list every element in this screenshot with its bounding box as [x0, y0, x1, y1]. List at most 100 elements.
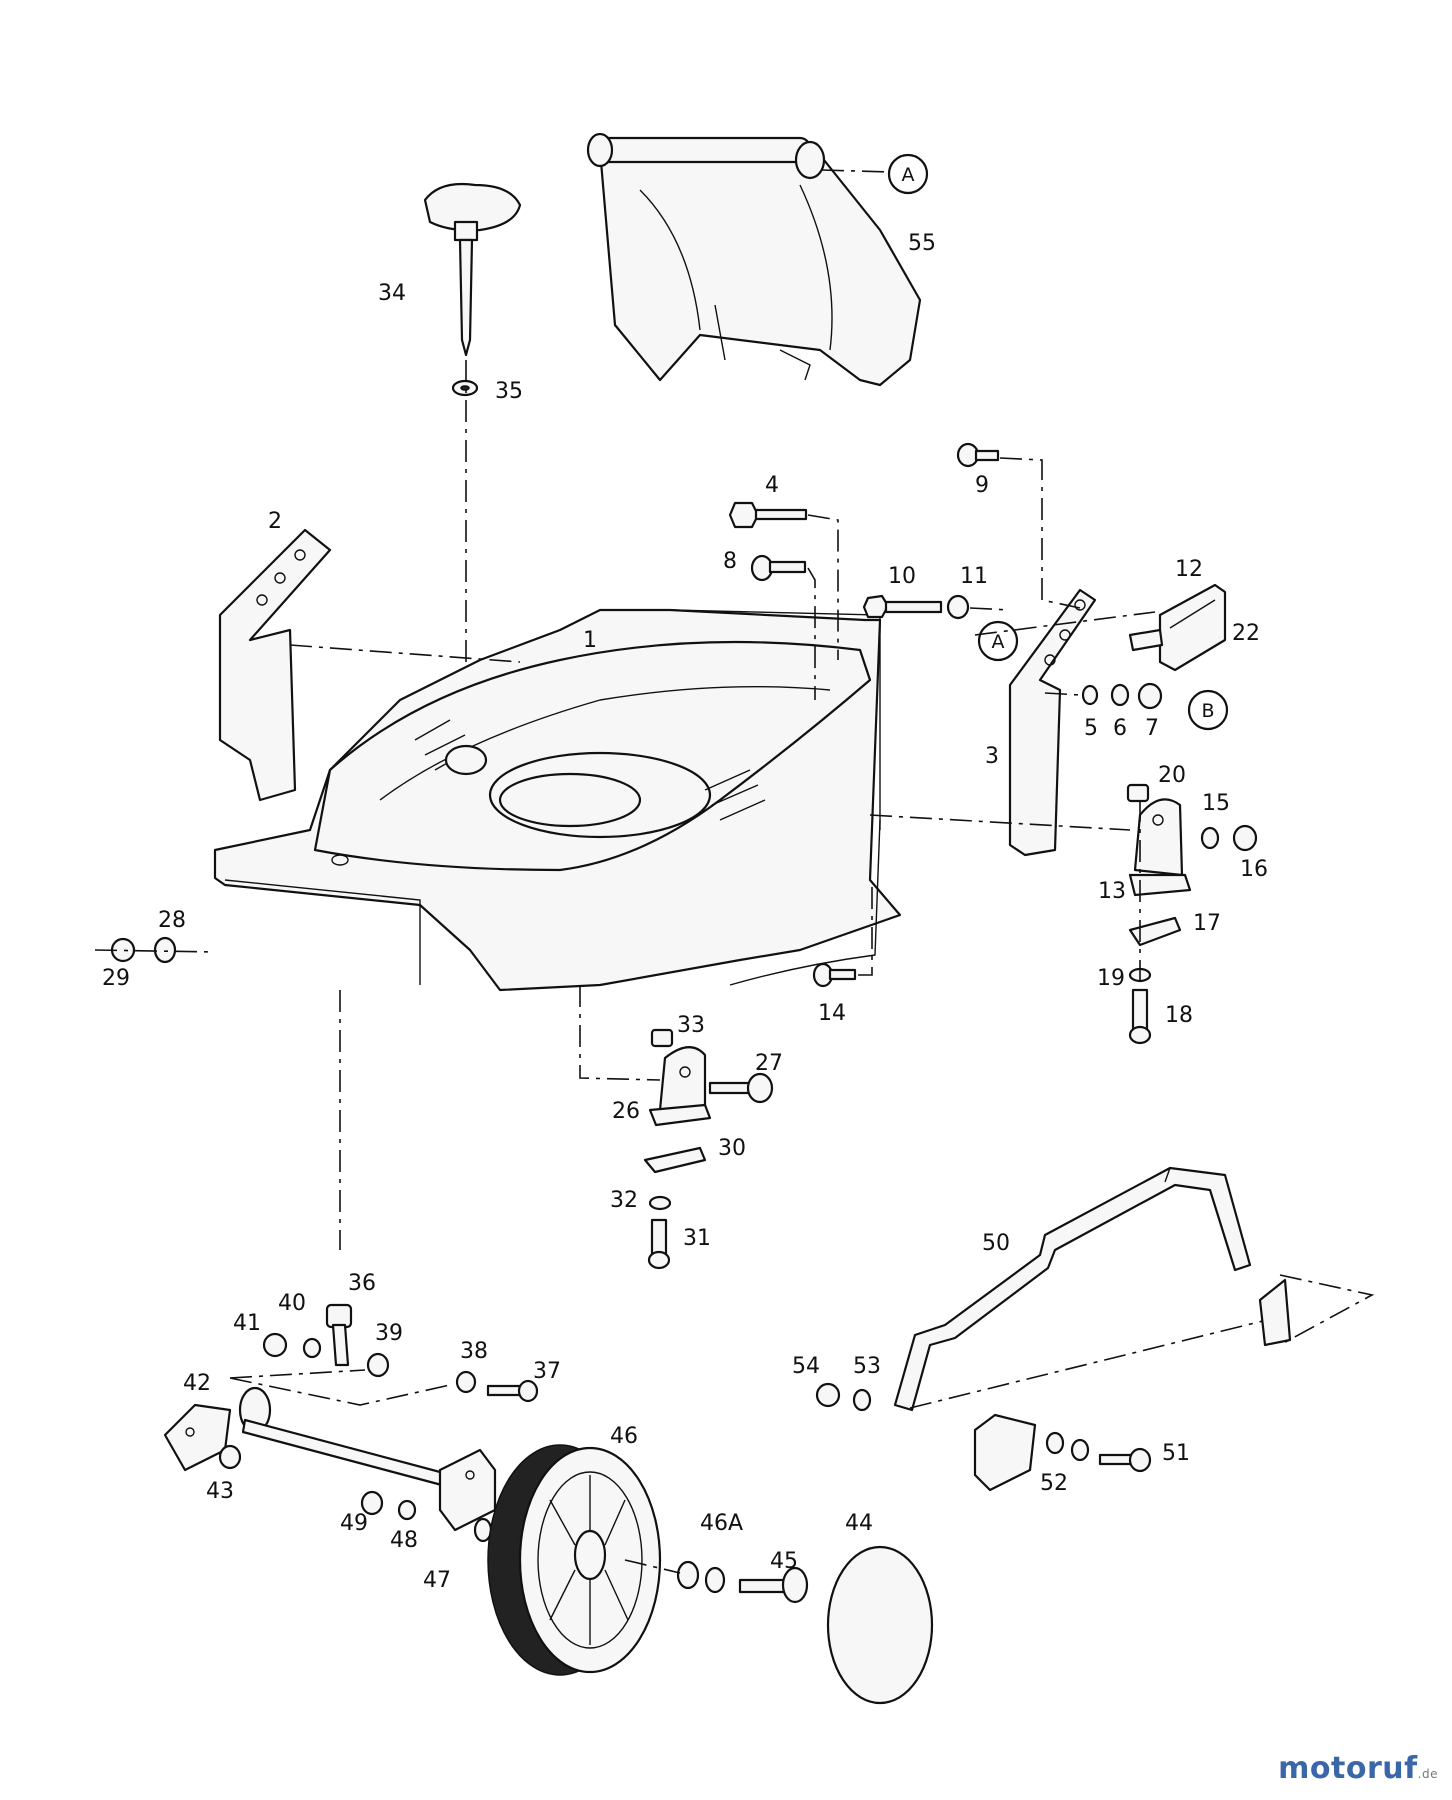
callout-40: 40 — [278, 1291, 306, 1316]
nut-part-39 — [366, 1352, 390, 1378]
callout-53: 53 — [853, 1354, 881, 1379]
bolt-part-18 — [1128, 988, 1152, 1045]
pin-part-27 — [708, 1072, 774, 1104]
washer-part-6 — [1110, 683, 1130, 707]
callout-39: 39 — [375, 1321, 403, 1346]
callout-50: 50 — [982, 1231, 1010, 1256]
callout-46A: 46A — [700, 1511, 743, 1536]
watermark-main: motoruf — [1278, 1751, 1418, 1786]
callout-13: 13 — [1098, 879, 1126, 904]
washer-part-5 — [1081, 684, 1099, 706]
reference-marker-b: B — [1187, 689, 1229, 731]
nut-part-49 — [360, 1490, 384, 1516]
callout-16: 16 — [1240, 857, 1268, 882]
callout-42: 42 — [183, 1371, 211, 1396]
callout-34: 34 — [378, 281, 406, 306]
callout-10: 10 — [888, 564, 916, 589]
callout-2: 2 — [268, 509, 282, 534]
callout-22: 22 — [1232, 621, 1260, 646]
reference-label-a-mid: A — [992, 631, 1005, 653]
callout-5: 5 — [1084, 716, 1098, 741]
grass-catcher-part-55 — [586, 132, 922, 387]
callout-6: 6 — [1113, 716, 1127, 741]
axle-bracket-part-42 — [163, 1403, 232, 1472]
callout-52: 52 — [1040, 1471, 1068, 1496]
nut-part-11 — [946, 594, 1011, 620]
washer-part-28 — [153, 936, 177, 964]
callout-4: 4 — [765, 473, 779, 498]
callout-1: 1 — [583, 628, 597, 653]
callout-48: 48 — [390, 1528, 418, 1553]
bolt-part-8 — [750, 554, 816, 700]
nut-part-20 — [1126, 783, 1150, 803]
callout-11: 11 — [960, 564, 988, 589]
adjuster-plate-part-13 — [1128, 798, 1192, 897]
callout-31: 31 — [683, 1226, 711, 1251]
lever-part-17 — [1128, 916, 1182, 947]
callout-29: 29 — [102, 966, 130, 991]
bolt-part-9 — [956, 442, 1081, 609]
callout-44: 44 — [845, 1511, 873, 1536]
adjuster-plate-part-26 — [648, 1046, 712, 1127]
reference-label-b: B — [1201, 700, 1214, 722]
nut-part-7 — [1044, 682, 1163, 710]
callout-20: 20 — [1158, 763, 1186, 788]
pin-part-22 — [1128, 628, 1164, 652]
callout-37: 37 — [533, 1359, 561, 1384]
washer-part-53 — [852, 1388, 872, 1412]
clip-part-12 — [1158, 583, 1227, 672]
lever-part-30 — [643, 1146, 707, 1174]
callout-27: 27 — [755, 1051, 783, 1076]
callout-55: 55 — [908, 231, 936, 256]
mower-deck-part-1 — [213, 608, 902, 992]
handle-bracket-right — [1258, 1278, 1292, 1347]
screw-part-51 — [1098, 1447, 1152, 1473]
callout-14: 14 — [818, 1001, 846, 1026]
callout-35: 35 — [495, 379, 523, 404]
hubcap-part-44 — [826, 1545, 934, 1705]
bracket-part-3 — [1008, 588, 1097, 857]
washer-part-48 — [397, 1499, 417, 1521]
bolt-part-45 — [738, 1566, 809, 1604]
nut-part-54 — [815, 1382, 841, 1408]
callout-38: 38 — [460, 1339, 488, 1364]
callout-41: 41 — [233, 1311, 261, 1336]
bolt-part-10 — [862, 594, 943, 619]
callout-51: 51 — [1162, 1441, 1190, 1466]
callout-32: 32 — [610, 1188, 638, 1213]
washer-part-32 — [648, 1195, 672, 1211]
callout-17: 17 — [1193, 911, 1221, 936]
callout-45: 45 — [770, 1549, 798, 1574]
nut-part-43 — [218, 1444, 242, 1470]
callout-36: 36 — [348, 1271, 376, 1296]
callout-9: 9 — [975, 473, 989, 498]
washer-part-40 — [302, 1337, 322, 1359]
callout-43: 43 — [206, 1479, 234, 1504]
callout-3: 3 — [985, 744, 999, 769]
watermark-suffix: .de — [1417, 1767, 1438, 1781]
bracket-part-2 — [218, 528, 521, 802]
callout-33: 33 — [677, 1013, 705, 1038]
callout-labels: 1 2 3 4 5 6 7 8 9 10 11 12 13 14 15 16 1… — [102, 231, 1268, 1593]
washer-part-46A — [676, 1560, 726, 1594]
bracket-part-36 — [325, 1303, 353, 1367]
nut-part-41 — [262, 1332, 288, 1358]
washer-part-15 — [1200, 826, 1220, 850]
callout-26: 26 — [612, 1099, 640, 1124]
callout-28: 28 — [158, 908, 186, 933]
bolt-part-4 — [728, 501, 839, 660]
bolt-part-31 — [647, 1218, 671, 1270]
screw-part-37 — [486, 1379, 539, 1403]
callout-15: 15 — [1202, 791, 1230, 816]
reference-marker-a-top: A — [887, 153, 929, 195]
washer-part-38 — [455, 1370, 477, 1394]
reference-marker-a-mid: A — [977, 620, 1019, 662]
callout-18: 18 — [1165, 1003, 1193, 1028]
callout-47: 47 — [423, 1568, 451, 1593]
callout-46: 46 — [610, 1424, 638, 1449]
axle-assembly — [238, 1386, 497, 1532]
watermark-logo: motoruf.de — [1278, 1751, 1438, 1786]
handle-part-50 — [893, 1166, 1252, 1412]
callout-54: 54 — [792, 1354, 820, 1379]
callout-49: 49 — [340, 1511, 368, 1536]
